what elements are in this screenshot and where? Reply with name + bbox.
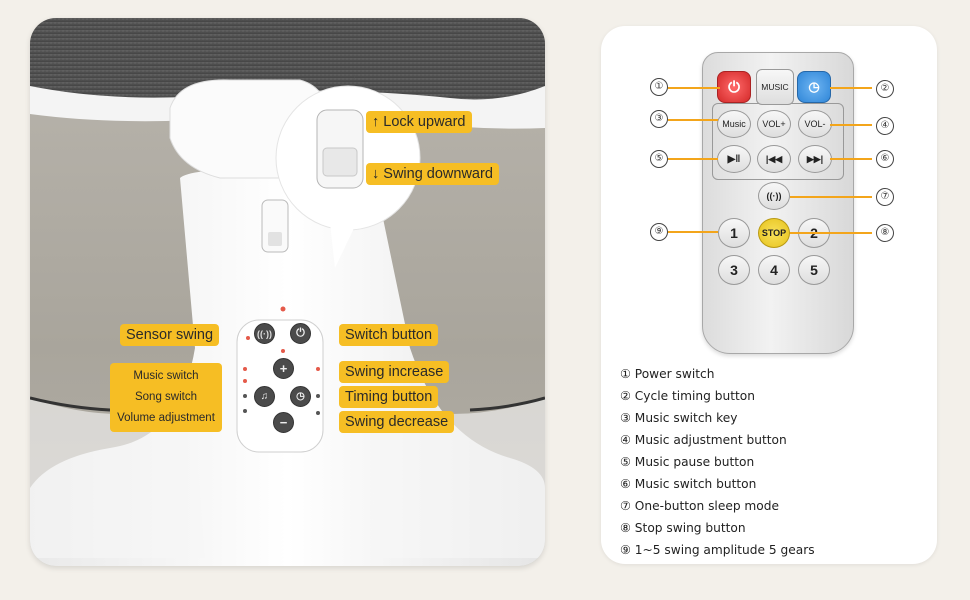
power-icon: ⏻ [296, 327, 305, 339]
remote-legend: ① Power switch ② Cycle timing button ③ M… [620, 363, 815, 561]
callout-line-9 [668, 231, 718, 233]
remote-music-button[interactable]: Music [717, 110, 751, 138]
remote-stop-button[interactable]: STOP [758, 218, 790, 248]
label-switch-button: Switch button [339, 324, 439, 346]
label-lock-upward: ↑ Lock upward [366, 111, 472, 133]
remote-gear-4-button[interactable]: 4 [758, 255, 790, 285]
label-timing-button: Timing button [339, 386, 439, 408]
label-swing-decrease: Swing decrease [339, 411, 455, 433]
sensor-wave-icon: ((·)) [257, 328, 272, 339]
label-music-group: Music switch Song switch Volume adjustme… [110, 363, 222, 432]
label-music-switch: Music switch [133, 370, 199, 382]
remote-gear-5-button[interactable]: 5 [798, 255, 830, 285]
callout-3: ③ [650, 110, 668, 128]
remote-vol-minus-button[interactable]: VOL- [798, 110, 832, 138]
legend-item-music-pause: ⑤ Music pause button [620, 455, 755, 469]
swing-illustration: ↑ [30, 18, 545, 566]
sleep-wave-icon: ((·)) [766, 191, 782, 201]
callout-line-4 [830, 124, 872, 126]
swing-increase-button[interactable]: + [273, 358, 294, 379]
callout-line-1 [668, 87, 720, 89]
callout-5: ⑤ [650, 150, 668, 168]
callout-line-7 [790, 196, 872, 198]
remote-power-button[interactable]: ⏻ [717, 71, 751, 103]
timer-icon: ◷ [808, 79, 820, 94]
callout-line-2 [830, 87, 872, 89]
callout-line-6 [830, 158, 872, 160]
svg-text:↑: ↑ [352, 72, 357, 83]
remote-next-button[interactable]: ▶▶| [798, 145, 832, 173]
control-panel [236, 319, 324, 453]
power-icon: ⏻ [728, 78, 740, 96]
legend-item-sleep-mode: ⑦ One-button sleep mode [620, 499, 779, 513]
product-photo-panel: ↑ ((·)) ⏻ + ♫ ◷ − ↑ Lock upward ↓ Swing … [30, 18, 545, 566]
remote-gear-3-button[interactable]: 3 [718, 255, 750, 285]
remote-prev-button[interactable]: |◀◀ [757, 145, 791, 173]
callout-line-3 [668, 119, 718, 121]
timing-button[interactable]: ◷ [290, 386, 311, 407]
remote-sleep-button[interactable]: ((·)) [758, 182, 790, 210]
legend-item-music-adjustment: ④ Music adjustment button [620, 433, 787, 447]
callout-9: ⑨ [650, 223, 668, 241]
sensor-swing-button[interactable]: ((·)) [254, 323, 275, 344]
callout-7: ⑦ [876, 188, 894, 206]
next-icon: ▶▶| [806, 153, 824, 164]
label-swing-downward: ↓ Swing downward [366, 163, 499, 185]
legend-item-cycle-timing: ② Cycle timing button [620, 389, 755, 403]
power-switch-button[interactable]: ⏻ [290, 323, 311, 344]
minus-icon: − [279, 415, 288, 430]
seat-fabric [30, 18, 545, 103]
label-sensor-swing: Sensor swing [120, 324, 220, 346]
remote-cycle-timing-button[interactable]: ◷ [797, 71, 831, 103]
label-volume-adjustment: Volume adjustment [117, 412, 215, 424]
music-note-icon: ♫ [260, 391, 269, 402]
previous-icon: |◀◀ [765, 153, 783, 164]
callout-8: ⑧ [876, 224, 894, 242]
remote-vol-plus-button[interactable]: VOL+ [757, 110, 791, 138]
swing-decrease-button[interactable]: − [273, 412, 294, 433]
legend-item-music-switch-key: ③ Music switch key [620, 411, 738, 425]
callout-1: ① [650, 78, 668, 96]
label-song-switch: Song switch [134, 391, 197, 403]
legend-item-music-switch-button: ⑥ Music switch button [620, 477, 757, 491]
remote-play-pause-button[interactable]: ▶ǁ [717, 145, 751, 173]
legend-item-swing-amplitude: ⑨ 1~5 swing amplitude 5 gears [620, 543, 815, 557]
legend-item-stop-swing: ⑧ Stop swing button [620, 521, 746, 535]
remote-music-top-button[interactable]: MUSIC [756, 69, 794, 105]
callout-4: ④ [876, 117, 894, 135]
music-control-button[interactable]: ♫ [254, 386, 275, 407]
timer-icon: ◷ [296, 391, 305, 402]
callout-line-5 [668, 158, 718, 160]
callout-2: ② [876, 80, 894, 98]
label-swing-increase: Swing increase [339, 361, 450, 383]
callout-6: ⑥ [876, 150, 894, 168]
plus-icon: + [279, 361, 288, 376]
legend-item-power-switch: ① Power switch [620, 367, 715, 381]
play-pause-icon: ▶ǁ [727, 153, 741, 165]
remote-gear-1-button[interactable]: 1 [718, 218, 750, 248]
callout-line-8 [790, 232, 872, 234]
